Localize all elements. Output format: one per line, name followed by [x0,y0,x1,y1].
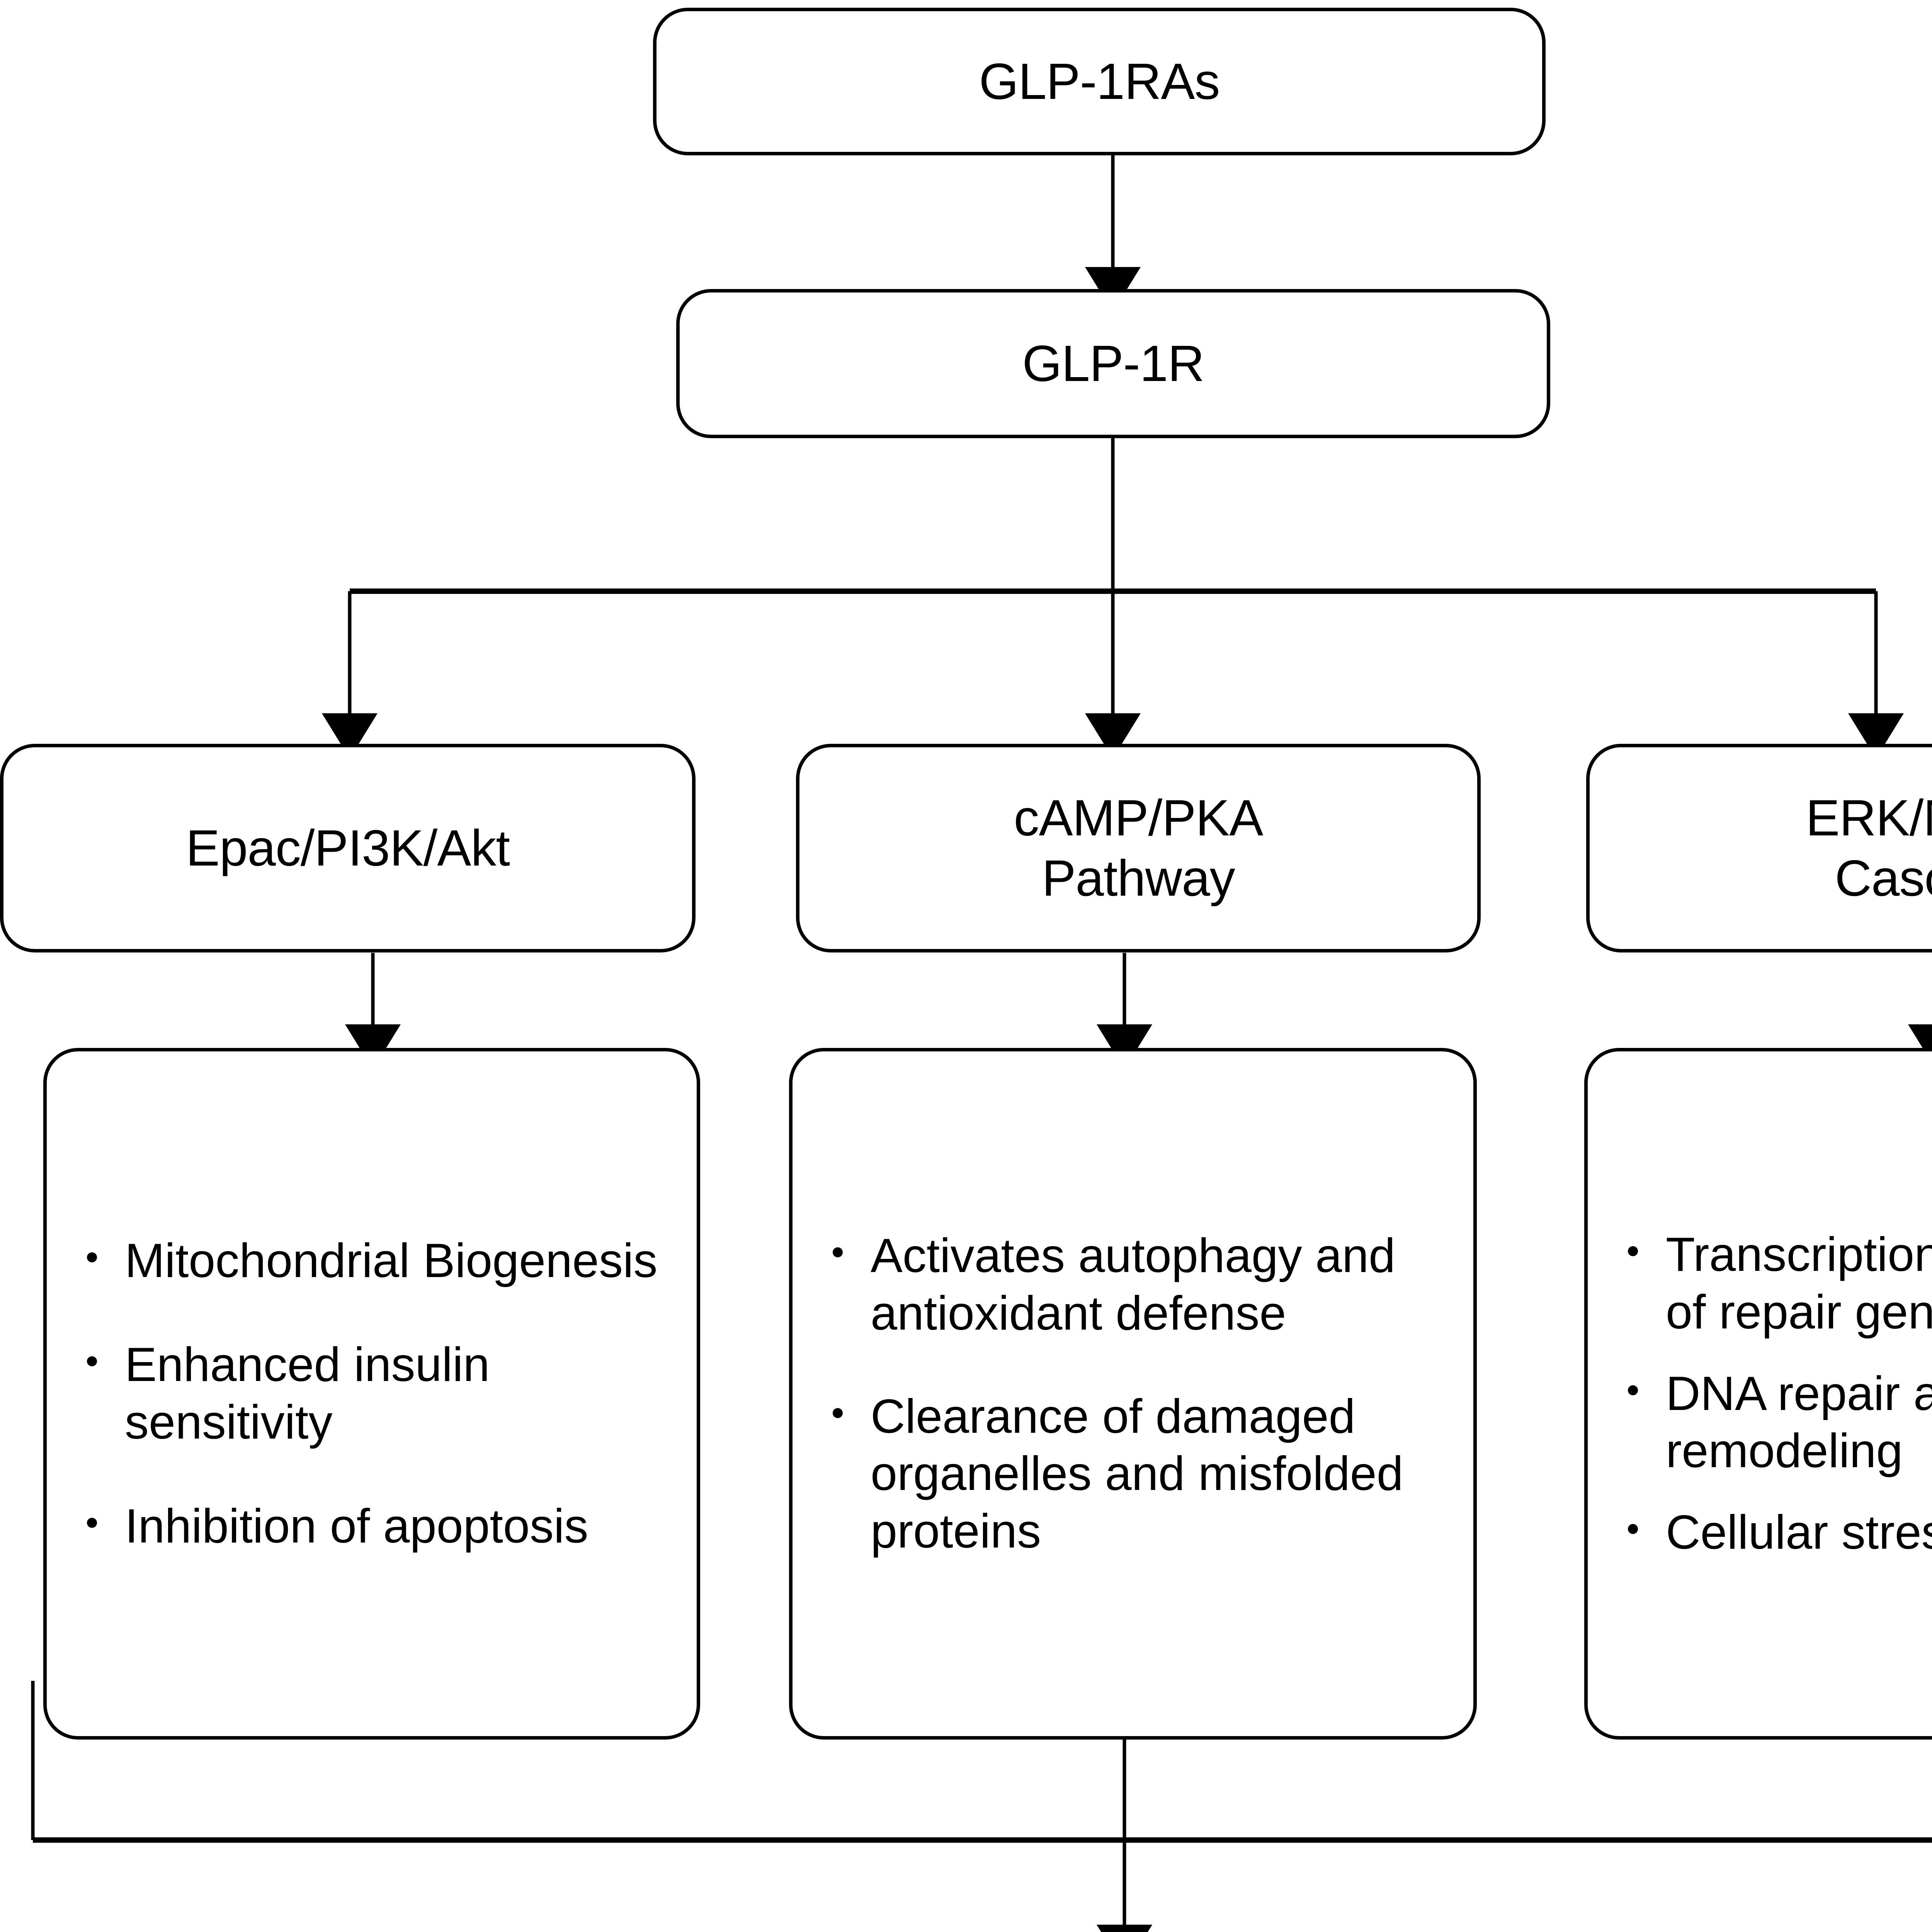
bullet-dot-icon [1628,1524,1638,1534]
list-item: Cellular stress adaptation [1608,1504,1932,1561]
node-effects-erk[interactable]: Transcriptional activation of repair gen… [1584,1048,1932,1740]
bullet-dot-icon [833,1408,843,1418]
node-pathway-erk-line2: Cascade [1835,850,1932,906]
effects-list-epac: Mitochondrial Biogenesis Enhanced insuli… [67,1232,677,1555]
effect-text: Mitochondrial Biogenesis [125,1234,658,1288]
bullet-dot-icon [1628,1385,1638,1395]
effect-text: DNA repair and tissue remodeling [1666,1367,1932,1478]
bullet-dot-icon [87,1356,97,1367]
bullet-dot-icon [87,1517,97,1528]
bullet-dot-icon [87,1252,97,1263]
node-effects-camp[interactable]: Activates autophagy and antioxidant defe… [789,1048,1477,1740]
effect-text: Activates autophagy and antioxidant defe… [871,1229,1396,1340]
list-item: Transcriptional activation of repair gen… [1608,1226,1932,1341]
list-item: DNA repair and tissue remodeling [1608,1365,1932,1480]
list-item: Clearance of damaged organelles and misf… [813,1388,1453,1560]
effect-text: Inhibition of apoptosis [125,1499,588,1553]
node-pathway-camp[interactable]: cAMP/PKA Pathway [796,744,1481,952]
list-item: Mitochondrial Biogenesis [67,1232,677,1290]
node-effects-epac[interactable]: Mitochondrial Biogenesis Enhanced insuli… [43,1048,700,1740]
node-pathway-camp-line2: Pathway [1042,850,1235,906]
node-glp1r-label: GLP-1R [1022,335,1205,392]
effect-text: Clearance of damaged organelles and misf… [871,1389,1403,1558]
node-pathway-erk[interactable]: ERK/MPAK Cascade [1586,744,1932,952]
bullet-dot-icon [833,1247,843,1258]
list-item: Enhanced insulin sensitivity [67,1336,677,1451]
node-pathway-epac[interactable]: Epac/PI3K/Akt [0,744,696,952]
bullet-dot-icon [1628,1246,1638,1257]
node-glp1ras-label: GLP-1RAs [979,53,1220,110]
node-glp1r[interactable]: GLP-1R [676,289,1550,438]
node-glp1ras[interactable]: GLP-1RAs [653,8,1546,155]
node-pathway-epac-label: Epac/PI3K/Akt [185,820,510,877]
node-pathway-camp-line1: cAMP/PKA [1014,789,1264,847]
effects-list-camp: Activates autophagy and antioxidant defe… [813,1227,1453,1560]
node-pathway-erk-line1: ERK/MPAK [1806,789,1932,847]
effect-text: Enhanced insulin sensitivity [125,1338,490,1449]
effect-text: Cellular stress adaptation [1666,1506,1932,1560]
list-item: Activates autophagy and antioxidant defe… [813,1227,1453,1342]
effects-list-erk: Transcriptional activation of repair gen… [1608,1226,1932,1561]
list-item: Inhibition of apoptosis [67,1498,677,1555]
effect-text: Transcriptional activation of repair gen… [1666,1228,1932,1339]
